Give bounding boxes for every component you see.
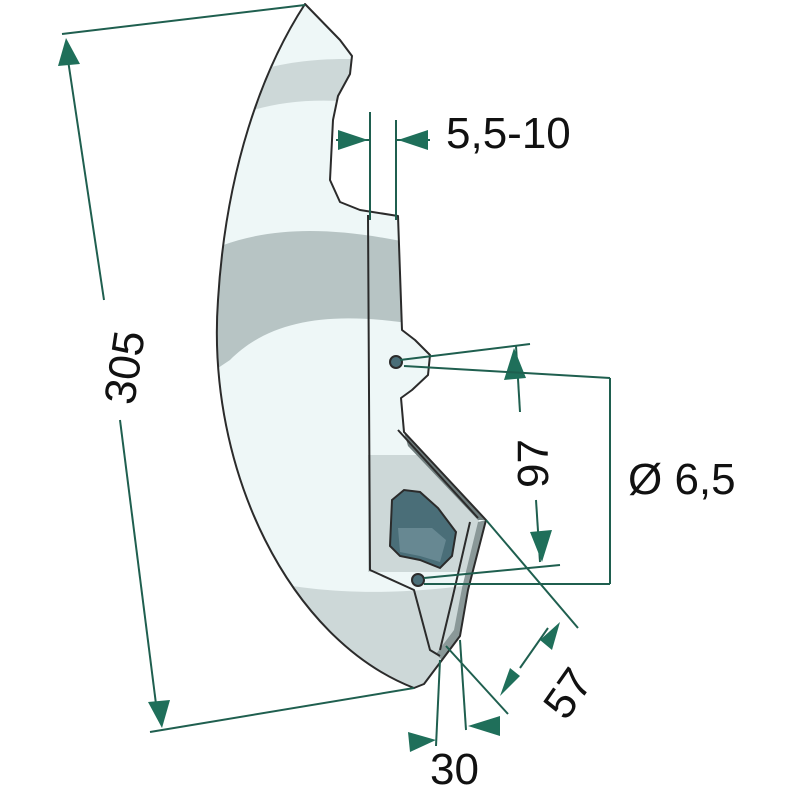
thickness-dimension: 5,5-10 [336, 109, 571, 220]
tip-width-label: 30 [430, 745, 479, 794]
blade-outline [215, 3, 487, 689]
hole-spacing-arrow-top [504, 348, 526, 380]
hole-spacing-dimension: 97 [399, 343, 561, 579]
tip-length-arrow-top [540, 622, 560, 650]
lower-mounting-hole [411, 573, 425, 587]
height-dimension: 305 [58, 4, 415, 733]
hole-spacing-label: 97 [509, 439, 558, 488]
tip-width-dimension: 30 [408, 639, 500, 794]
tip-width-arrow-right [468, 716, 500, 736]
hole-diameter-label: Ø 6,5 [628, 455, 736, 504]
thickness-label: 5,5-10 [446, 109, 571, 158]
hole-spacing-arrow-bottom [530, 530, 552, 562]
height-arrow-top [58, 38, 80, 66]
height-arrow-bottom [148, 700, 170, 728]
tip-length-arrow-bottom [500, 668, 520, 696]
shading-band-middle [216, 231, 420, 380]
blade-tip-edge [436, 520, 486, 660]
blade [215, 3, 487, 689]
tip-width-arrow-left [408, 732, 436, 752]
thickness-arrow-right [398, 130, 428, 150]
thickness-arrow-left [338, 130, 368, 150]
hole-diameter-dimension: Ø 6,5 [403, 365, 736, 585]
tip-length-label: 57 [534, 660, 602, 728]
upper-mounting-hole [389, 355, 403, 369]
height-label: 305 [95, 328, 154, 408]
blade-inner-step-line [367, 214, 441, 657]
blade-slot-highlight [398, 528, 446, 562]
blade-inner-diagonal [397, 429, 479, 651]
